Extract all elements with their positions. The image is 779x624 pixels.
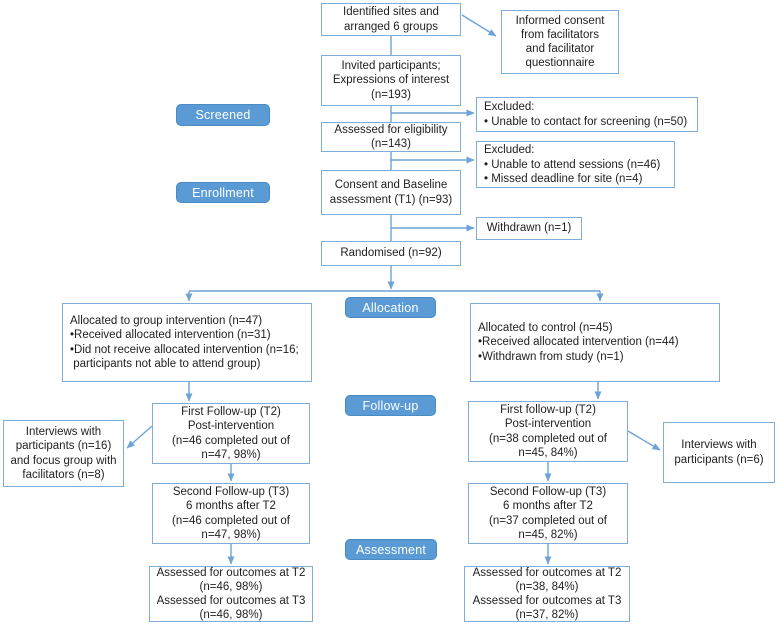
stage-label-enrollment: Enrollment <box>176 182 270 203</box>
box-allocated-intervention: Allocated to group intervention (n=47) •… <box>62 303 312 382</box>
box-excluded-sessions: Excluded: • Unable to attend sessions (n… <box>476 141 675 188</box>
box-informed-consent: Informed consent from facilitators and f… <box>501 10 619 74</box>
box-assessed-eligibility: Assessed for eligibility (n=143) <box>321 122 461 152</box>
box-identified-sites: Identified sites and arranged 6 groups <box>321 3 461 36</box>
box-second-followup-intervention: Second Follow-up (T3) 6 months after T2 … <box>152 483 310 544</box>
box-assessed-outcomes-intervention: Assessed for outcomes at T2 (n=46, 98%) … <box>149 566 313 622</box>
stage-label-allocation: Allocation <box>345 297 436 318</box>
box-second-followup-control: Second Follow-up (T3) 6 months after T2 … <box>468 483 628 544</box>
box-interviews-participants: Interviews with participants (n=6) <box>663 422 775 483</box>
box-invited-participants: Invited participants; Expressions of int… <box>321 55 461 106</box>
stage-label-followup: Follow-up <box>345 395 436 416</box>
stage-label-screened: Screened <box>176 104 270 126</box>
arrow-identified-to-informed-consent <box>461 14 497 37</box>
arrow-first-followup-to-interviews-left <box>126 425 153 449</box>
arrow-first-followup-to-interviews-right <box>627 430 661 451</box>
box-interviews-participants-facilitators: Interviews with participants (n=16) and … <box>3 420 124 487</box>
stage-label-assessment: Assessment <box>345 539 437 560</box>
box-excluded-screening: Excluded: • Unable to contact for screen… <box>476 97 698 132</box>
box-first-followup-intervention: First Follow-up (T2) Post-intervention (… <box>152 403 310 464</box>
box-allocated-control: Allocated to control (n=45) •Received al… <box>470 303 720 382</box>
box-consent-baseline: Consent and Baseline assessment (T1) (n=… <box>321 170 461 215</box>
box-withdrawn: Withdrawn (n=1) <box>476 217 582 240</box>
box-randomised: Randomised (n=92) <box>321 241 461 266</box>
box-assessed-outcomes-control: Assessed for outcomes at T2 (n=38, 84%) … <box>464 566 630 622</box>
box-first-followup-control: First follow-up (T2) Post-intervention (… <box>468 401 628 462</box>
